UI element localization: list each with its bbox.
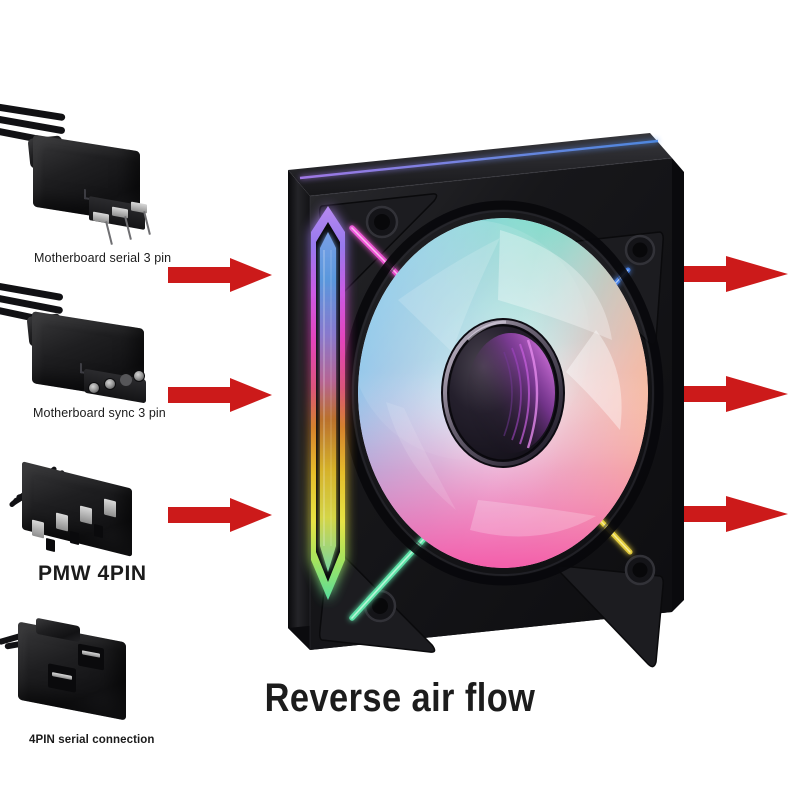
headline-caption: Reverse air flow: [264, 676, 536, 720]
airflow-arrow-inlet: [168, 378, 272, 412]
connector-label: Motherboard sync 3 pin: [33, 406, 166, 420]
socket-hole: [133, 370, 145, 382]
fan-header-contact: [32, 519, 44, 539]
fan-header-contact: [104, 498, 116, 518]
connector-label: 4PIN serial connection: [29, 734, 155, 746]
socket-hole: [88, 382, 100, 394]
connector-label: PMW 4PIN: [38, 562, 147, 585]
keying-slot: [46, 537, 55, 553]
connector-label: Motherboard serial 3 pin: [34, 251, 172, 265]
header-pin-leg: [105, 221, 113, 245]
airflow-arrow-inlet: [168, 498, 272, 532]
fan-header-contact: [80, 505, 92, 525]
keying-slot: [94, 523, 103, 539]
fan-header-contact: [56, 512, 68, 532]
socket-blank: [120, 374, 132, 386]
airflow-arrow-inlet: [168, 258, 272, 292]
keying-slot: [70, 530, 79, 546]
airflow-arrow-outlet: [648, 376, 788, 412]
socket-hole: [104, 378, 116, 390]
connector-4pin-serial: 4PIN serial connection: [0, 600, 175, 760]
connector-motherboard-serial-3pin: Motherboard serial 3 pin: [0, 95, 175, 270]
connector-motherboard-sync-3pin: Motherboard sync 3 pin: [0, 270, 175, 430]
airflow-arrow-outlet: [648, 496, 788, 532]
airflow-arrow-outlet: [648, 256, 788, 292]
connector-pmw-4pin: PMW 4PIN: [0, 425, 175, 595]
